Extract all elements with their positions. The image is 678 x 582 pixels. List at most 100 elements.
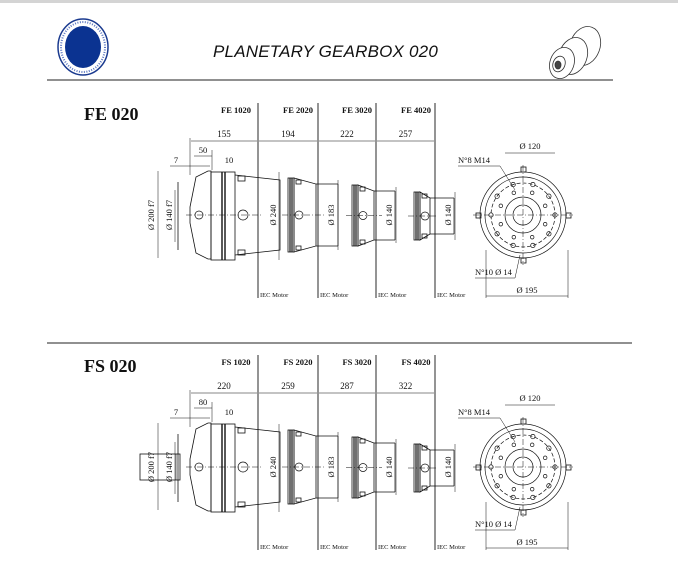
inner-diameter-label: Ø 120: [519, 393, 540, 403]
mounting-hole-icon: [546, 445, 552, 451]
gearbox-body: [234, 174, 281, 256]
flange-dimension: 50: [199, 145, 208, 155]
thread-hole-icon: [511, 487, 516, 492]
bolt-icon: [237, 501, 246, 508]
bolt-spec-label: N°8 M14: [458, 407, 491, 417]
company-seal-logo: [57, 18, 109, 76]
model-label: FE 2020: [283, 105, 313, 115]
lug-icon: [475, 464, 482, 471]
thread-hole-icon: [498, 222, 503, 227]
gearbox-stage-4: [408, 191, 455, 241]
mounting-hole-icon: [546, 483, 552, 489]
bolt-icon: [295, 431, 302, 437]
mounting-hole-icon: [494, 445, 500, 451]
length-dimension: 259: [281, 381, 295, 391]
mounting-hole-icon: [510, 494, 516, 500]
iec-motor-label: IEC Motor: [437, 292, 466, 299]
bolt-icon: [295, 497, 302, 503]
section-title: FE 020: [84, 104, 139, 124]
model-label: FE 1020: [221, 105, 251, 115]
thread-hole-icon: [530, 190, 535, 195]
model-label: FS 1020: [221, 357, 250, 367]
pcd-label: Ø 195: [516, 537, 537, 547]
leader-line: [499, 165, 516, 191]
page-title: PLANETARY GEARBOX 020: [213, 42, 438, 61]
front-view: [473, 417, 573, 517]
diameter-label: Ø 140 f7: [164, 452, 174, 482]
diameter-label: Ø 200 f7: [146, 452, 156, 482]
bolt-icon: [237, 175, 246, 182]
flange-dimension: 7: [174, 407, 178, 417]
iec-motor-label: IEC Motor: [378, 544, 407, 551]
model-label: FE 3020: [342, 105, 372, 115]
thread-hole-icon: [511, 190, 516, 195]
diameter-label: Ø 240: [268, 456, 278, 477]
pcd-label: Ø 195: [516, 285, 537, 295]
length-dimension: 322: [399, 381, 413, 391]
bolt-icon: [421, 445, 428, 451]
length-dimension: 194: [281, 129, 295, 139]
inner-diameter-label: Ø 120: [519, 141, 540, 151]
iec-motor-label: IEC Motor: [320, 544, 349, 551]
model-label: FE 4020: [401, 105, 431, 115]
thread-hole-icon: [543, 203, 548, 208]
iec-motor-label: IEC Motor: [260, 292, 289, 299]
mounting-hole-icon: [494, 231, 500, 237]
model-label: FS 3020: [342, 357, 371, 367]
gearbox-stage-4: [408, 443, 455, 493]
gearbox-stage-3: [346, 436, 396, 499]
mounting-hole-icon: [530, 434, 536, 440]
iec-motor-label: IEC Motor: [320, 292, 349, 299]
bolt-icon: [237, 427, 246, 434]
thread-hole-icon: [498, 474, 503, 479]
hole-spec-label: N°10 Ø 14: [475, 267, 513, 277]
mounting-hole-icon: [494, 193, 500, 199]
bolt-icon: [295, 245, 302, 251]
lug-icon: [475, 212, 482, 219]
lug-icon: [565, 464, 572, 471]
lug-icon: [520, 166, 527, 173]
bolt-icon: [359, 491, 366, 497]
mounting-hole-icon: [546, 231, 552, 237]
bolt-icon: [421, 233, 428, 239]
gearbox-body: [234, 426, 281, 508]
mounting-hole-icon: [530, 242, 536, 248]
model-label: FS 4020: [401, 357, 430, 367]
diameter-label: Ø 240: [268, 204, 278, 225]
flange-dimension: 10: [225, 155, 234, 165]
model-label: FS 2020: [283, 357, 312, 367]
length-dimension: 155: [217, 129, 231, 139]
length-dimension: 287: [340, 381, 354, 391]
bolt-icon: [359, 239, 366, 245]
length-dimension: 257: [399, 129, 413, 139]
thread-hole-icon: [530, 487, 535, 492]
lug-icon: [565, 212, 572, 219]
bolt-icon: [359, 438, 366, 444]
section-title: FS 020: [84, 356, 137, 376]
gearbox-illustration: [549, 26, 602, 79]
length-dimension: 220: [217, 381, 231, 391]
front-view: [473, 165, 573, 265]
thread-hole-icon: [511, 235, 516, 240]
bolt-icon: [359, 186, 366, 192]
bolt-icon: [421, 485, 428, 491]
gearbox-stage-3: [346, 184, 396, 247]
diameter-label: Ø 200 f7: [146, 200, 156, 230]
thread-hole-icon: [543, 222, 548, 227]
leader-line: [514, 506, 521, 531]
flange-dimension: 10: [225, 407, 234, 417]
diameter-label: Ø 140 f7: [164, 200, 174, 230]
lug-icon: [520, 257, 527, 264]
leader-line: [499, 417, 516, 443]
thread-hole-icon: [543, 455, 548, 460]
mounting-hole-icon: [530, 494, 536, 500]
bolt-spec-label: N°8 M14: [458, 155, 491, 165]
mounting-hole-icon: [530, 182, 536, 188]
length-dimension: 222: [340, 129, 354, 139]
hole-spec-label: N°10 Ø 14: [475, 519, 513, 529]
section-fe-020: FE 020 FE 1020 FE 2020 FE 3020 FE 4020 155 194…: [84, 103, 573, 299]
iec-motor-label: IEC Motor: [437, 544, 466, 551]
mounting-hole-icon: [510, 242, 516, 248]
bolt-icon: [237, 249, 246, 256]
